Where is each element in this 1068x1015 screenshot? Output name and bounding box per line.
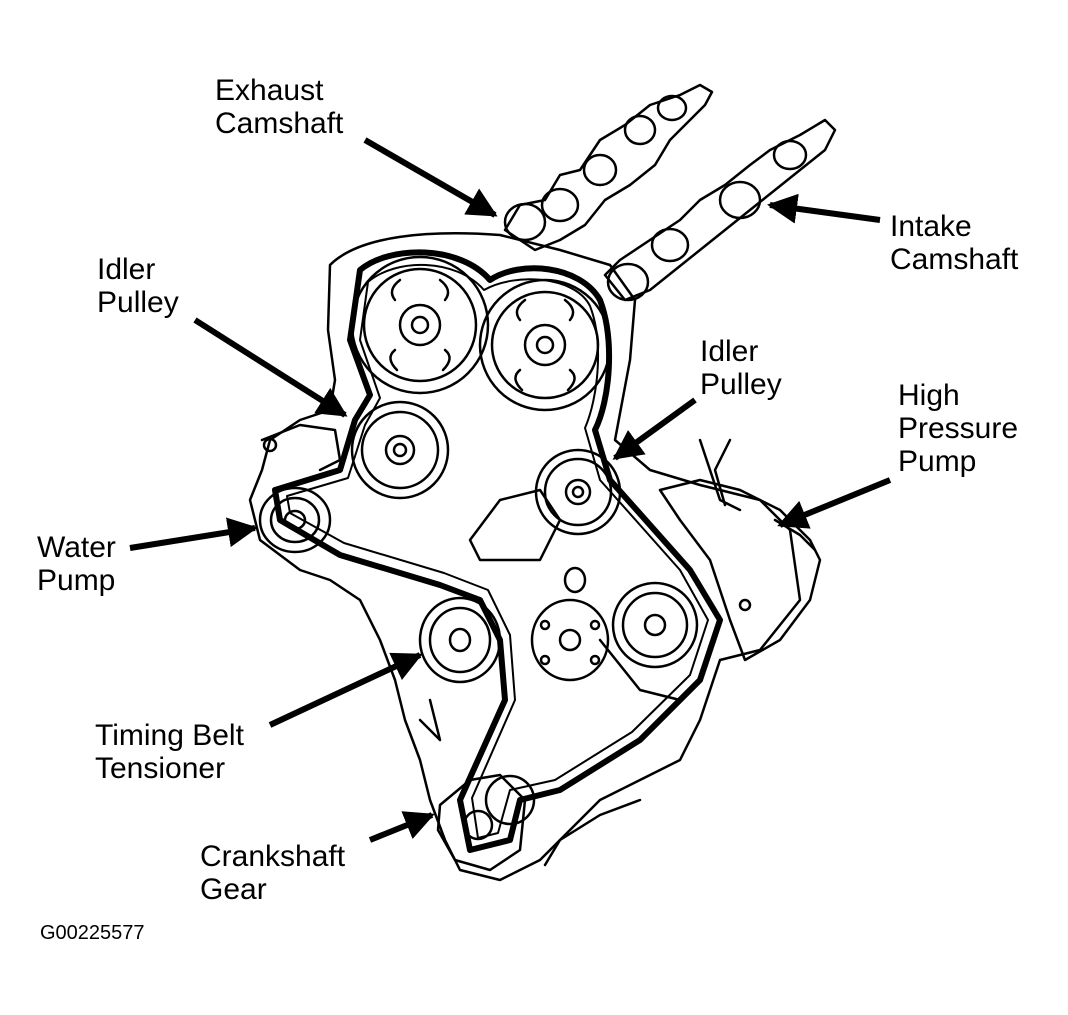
idler-pulley-right-arrow — [612, 397, 697, 461]
intake-camshaft-arrow — [767, 193, 881, 224]
timing-belt-tensioner-arrow — [268, 652, 423, 728]
exhaust-camshaft — [503, 83, 714, 252]
figure-id: G00225577 — [40, 922, 145, 944]
high-pressure-pump — [658, 438, 822, 662]
crankshaft-gear — [436, 773, 536, 872]
timing-belt-tensioner-label: Timing Belt Tensioner — [95, 719, 244, 785]
timing-belt — [272, 249, 723, 853]
idler-pulley-left — [350, 400, 450, 500]
exhaust-cam-gear — [350, 255, 490, 395]
idler-pulley-right-label: Idler Pulley — [700, 335, 782, 401]
crankshaft-gear-label: Crankshaft Gear — [200, 840, 346, 906]
crankshaft-gear-arrow — [368, 811, 435, 843]
timing-belt-tensioner — [418, 596, 502, 684]
water-pump-label: Water Pump — [37, 531, 116, 597]
idler-pulley-left-label: Idler Pulley — [97, 253, 179, 319]
water-pump-arrow — [129, 517, 258, 551]
high-pressure-pump-arrow — [777, 477, 892, 529]
intake-camshaft — [603, 118, 837, 302]
engine-cover-outline — [248, 232, 802, 882]
exhaust-camshaft-label: Exhaust Camshaft — [215, 74, 344, 140]
center-plate — [468, 488, 610, 682]
intake-camshaft-label: Intake Camshaft — [890, 210, 1019, 276]
exhaust-camshaft-arrow — [363, 137, 498, 218]
intake-cam-gear — [478, 278, 612, 412]
idler-pulley-right — [534, 448, 622, 536]
water-pump — [258, 423, 342, 554]
idler-pulley-left-arrow — [193, 317, 348, 418]
high-pressure-pump-label: High Pressure Pump — [898, 379, 1019, 478]
pump-drive-gear — [611, 581, 699, 669]
